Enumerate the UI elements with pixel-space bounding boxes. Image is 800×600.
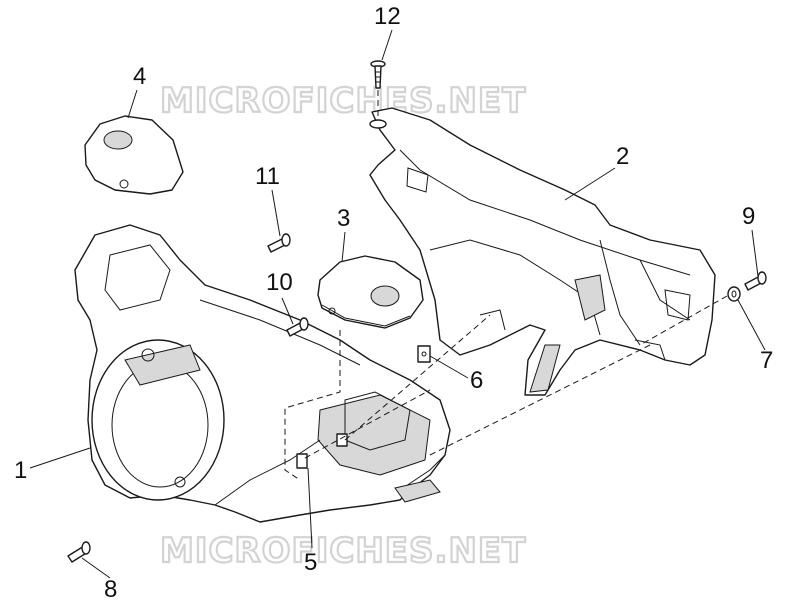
- callout-1: 1: [14, 457, 27, 484]
- assembly-lines: [284, 90, 728, 481]
- leader-lines: [29, 29, 766, 579]
- watermark-top: MICROFICHES.NET: [160, 81, 526, 121]
- callout-labels: 1 2 3 4 5 6 7 8 9 10 11 12: [14, 3, 773, 600]
- screw-8: [67, 541, 91, 563]
- part-1-front-handlebar-cover: [74, 224, 451, 523]
- screw-11: [267, 233, 291, 253]
- screw-12: [370, 60, 386, 89]
- callout-5: 5: [304, 549, 317, 576]
- screw-10: [286, 317, 309, 337]
- clip-nut-6: [417, 345, 431, 363]
- callout-4: 4: [133, 63, 146, 90]
- part-2-rear-handlebar-cover: [369, 107, 716, 396]
- callout-3: 3: [337, 205, 350, 232]
- callout-12: 12: [374, 3, 401, 30]
- part-3-small-cover: [317, 255, 424, 329]
- callout-11: 11: [255, 163, 280, 190]
- callout-7: 7: [760, 347, 773, 374]
- watermark-bottom: MICROFICHES.NET: [160, 531, 526, 571]
- washer-7: [727, 286, 741, 302]
- callout-9: 9: [742, 203, 755, 230]
- callout-2: 2: [616, 143, 629, 170]
- screw-9: [744, 271, 767, 291]
- part-4-top-cover: [84, 115, 184, 195]
- clip-nut-5a: [296, 453, 308, 469]
- callout-6: 6: [470, 367, 483, 394]
- washer-12: [369, 119, 387, 129]
- callout-8: 8: [104, 576, 117, 600]
- callout-10: 10: [266, 269, 293, 296]
